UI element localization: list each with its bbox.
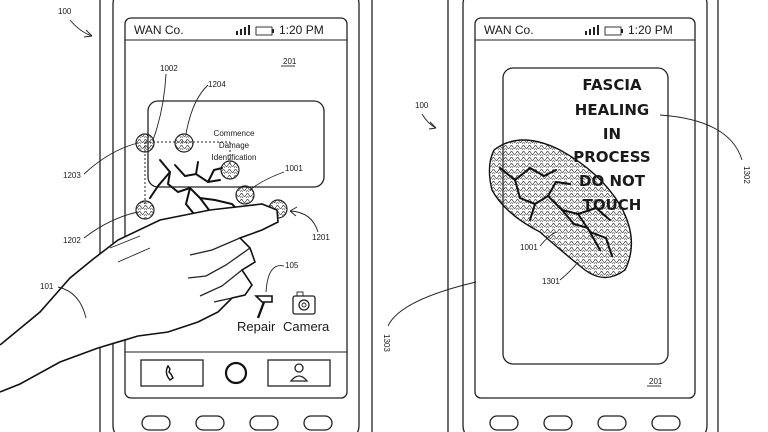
warning-panel [502, 67, 669, 365]
phone-icon [165, 364, 174, 381]
warning-line-6: TOUCH [583, 196, 642, 214]
left-phone: WAN Co. 1:20 PM 201 Commence Damage Iden… [0, 0, 373, 432]
nav-phone-button[interactable] [140, 359, 204, 387]
repair-button[interactable]: Repair [237, 295, 276, 334]
hardware-buttons-right [489, 415, 681, 431]
ref-1001-left: 1001 [285, 164, 303, 173]
home-icon [224, 361, 248, 385]
ref-1002: 1002 [160, 64, 178, 73]
signal-icon [585, 25, 599, 35]
dialog-line-3: Identification [212, 153, 257, 162]
right-phone: WAN Co. 1:20 PM FASCIA HEALING [447, 0, 719, 432]
camera-label: Camera [283, 319, 330, 334]
hardware-buttons [141, 415, 333, 431]
screen-ref-label-right: 201 [649, 377, 663, 386]
warning-line-4: PROCESS [573, 148, 650, 166]
clock-label-right: 1:20 PM [628, 23, 673, 37]
ref-1201: 1201 [312, 233, 330, 242]
warning-line-5: DO NOT [579, 172, 646, 190]
warning-line-2: HEALING [575, 101, 649, 119]
clock-label: 1:20 PM [279, 23, 324, 37]
camera-icon [292, 291, 316, 315]
carrier-label-right: WAN Co. [484, 23, 534, 37]
dialog-line-1: Commence [214, 129, 255, 138]
ref-100-right: 100 [415, 101, 429, 110]
battery-icon [604, 26, 623, 36]
hand-illustration [0, 203, 279, 393]
ref-100-left: 100 [58, 7, 72, 16]
nav-home-button[interactable] [224, 361, 248, 385]
hammer-icon [254, 295, 273, 319]
ref-1203: 1203 [63, 171, 81, 180]
screen-ref-label: 201 [283, 57, 297, 66]
left-reference-labels: 100 1002 1204 1203 1202 1001 1201 105 10… [40, 7, 330, 319]
ref-1202: 1202 [63, 236, 81, 245]
selection-markers [135, 133, 288, 220]
nav-contacts-button[interactable] [267, 359, 331, 387]
contacts-icon [289, 363, 309, 382]
dialog-line-2: Damage [219, 141, 250, 150]
warning-line-1: FASCIA [582, 76, 642, 94]
ref-105: 105 [285, 261, 299, 270]
ref-1204: 1204 [208, 80, 226, 89]
ref-1303: 1303 [382, 334, 391, 352]
ref-101: 101 [40, 282, 54, 291]
ref-1302: 1302 [742, 166, 751, 184]
carrier-label: WAN Co. [134, 23, 184, 37]
right-screen [474, 17, 696, 399]
ref-1301: 1301 [542, 277, 560, 286]
warning-line-3: IN [603, 125, 621, 143]
crack-lines-right [499, 166, 613, 257]
ref-1001-right: 1001 [520, 243, 538, 252]
repair-label: Repair [237, 319, 276, 334]
warning-message: FASCIA HEALING IN PROCESS DO NOT TOUCH [573, 76, 650, 214]
left-screen [124, 17, 348, 399]
right-reference-labels: 100 1302 1001 1301 1303 [382, 101, 751, 352]
signal-icon [236, 25, 250, 35]
camera-button[interactable]: Camera [283, 291, 330, 334]
battery-icon [255, 26, 274, 36]
